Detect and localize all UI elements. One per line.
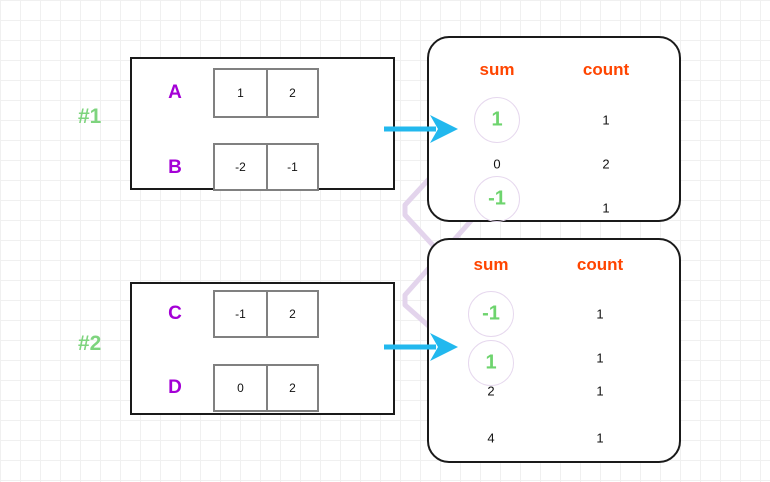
table2-header-sum: sum: [473, 255, 509, 274]
row-label-a: A: [168, 82, 182, 103]
table2-row0-sum: -1: [482, 302, 500, 325]
cell-b-1: -1: [266, 145, 317, 189]
table2-row0-count: 1: [596, 306, 604, 322]
table1-row0-sum: 1: [491, 108, 503, 131]
cell-a-1: 2: [266, 70, 317, 116]
aggregate-panel-1: [427, 36, 681, 222]
highlight-circle-t1-r2: [474, 176, 520, 222]
cell-d-1: 2: [266, 366, 317, 410]
table1-header-count: count: [582, 60, 630, 79]
cellpair-d: 0 2: [213, 364, 319, 412]
cellpair-a: 1 2: [213, 68, 319, 118]
cellpair-b: -2 -1: [213, 143, 319, 191]
table2-row3-count: 1: [596, 430, 604, 446]
table1-row2-sum: -1: [488, 187, 506, 210]
table1-header-sum: sum: [479, 60, 515, 79]
cell-c-1: 2: [266, 292, 317, 336]
table1-row0-count: 1: [602, 112, 610, 128]
cellpair-c: -1 2: [213, 290, 319, 338]
row-label-d: D: [168, 377, 182, 398]
table1-row2-count: 1: [602, 200, 610, 216]
row-label-c: C: [168, 303, 182, 324]
table2-row1-sum: 1: [485, 351, 497, 374]
group-label-1: #1: [78, 105, 102, 128]
highlight-circle-t2-r1: [468, 340, 514, 386]
cell-b-0: -2: [235, 160, 246, 174]
row-label-b: B: [168, 157, 182, 178]
highlight-circle-t1-r0: [474, 97, 520, 143]
table1-row1-sum: 0: [493, 156, 501, 172]
table2-header-count: count: [576, 255, 624, 274]
table2-row2-count: 1: [596, 383, 604, 399]
table2-row1-count: 1: [596, 350, 604, 366]
group-label-2: #2: [78, 332, 102, 355]
cell-c-0: -1: [235, 307, 246, 321]
cell-d-0: 0: [237, 381, 244, 395]
table2-row2-sum: 2: [487, 383, 495, 399]
table2-row3-sum: 4: [487, 430, 495, 446]
table1-row1-count: 2: [602, 156, 610, 172]
aggregate-panel-2: [427, 238, 681, 463]
highlight-circle-t2-r0: [468, 291, 514, 337]
cell-a-0: 1: [237, 86, 244, 100]
